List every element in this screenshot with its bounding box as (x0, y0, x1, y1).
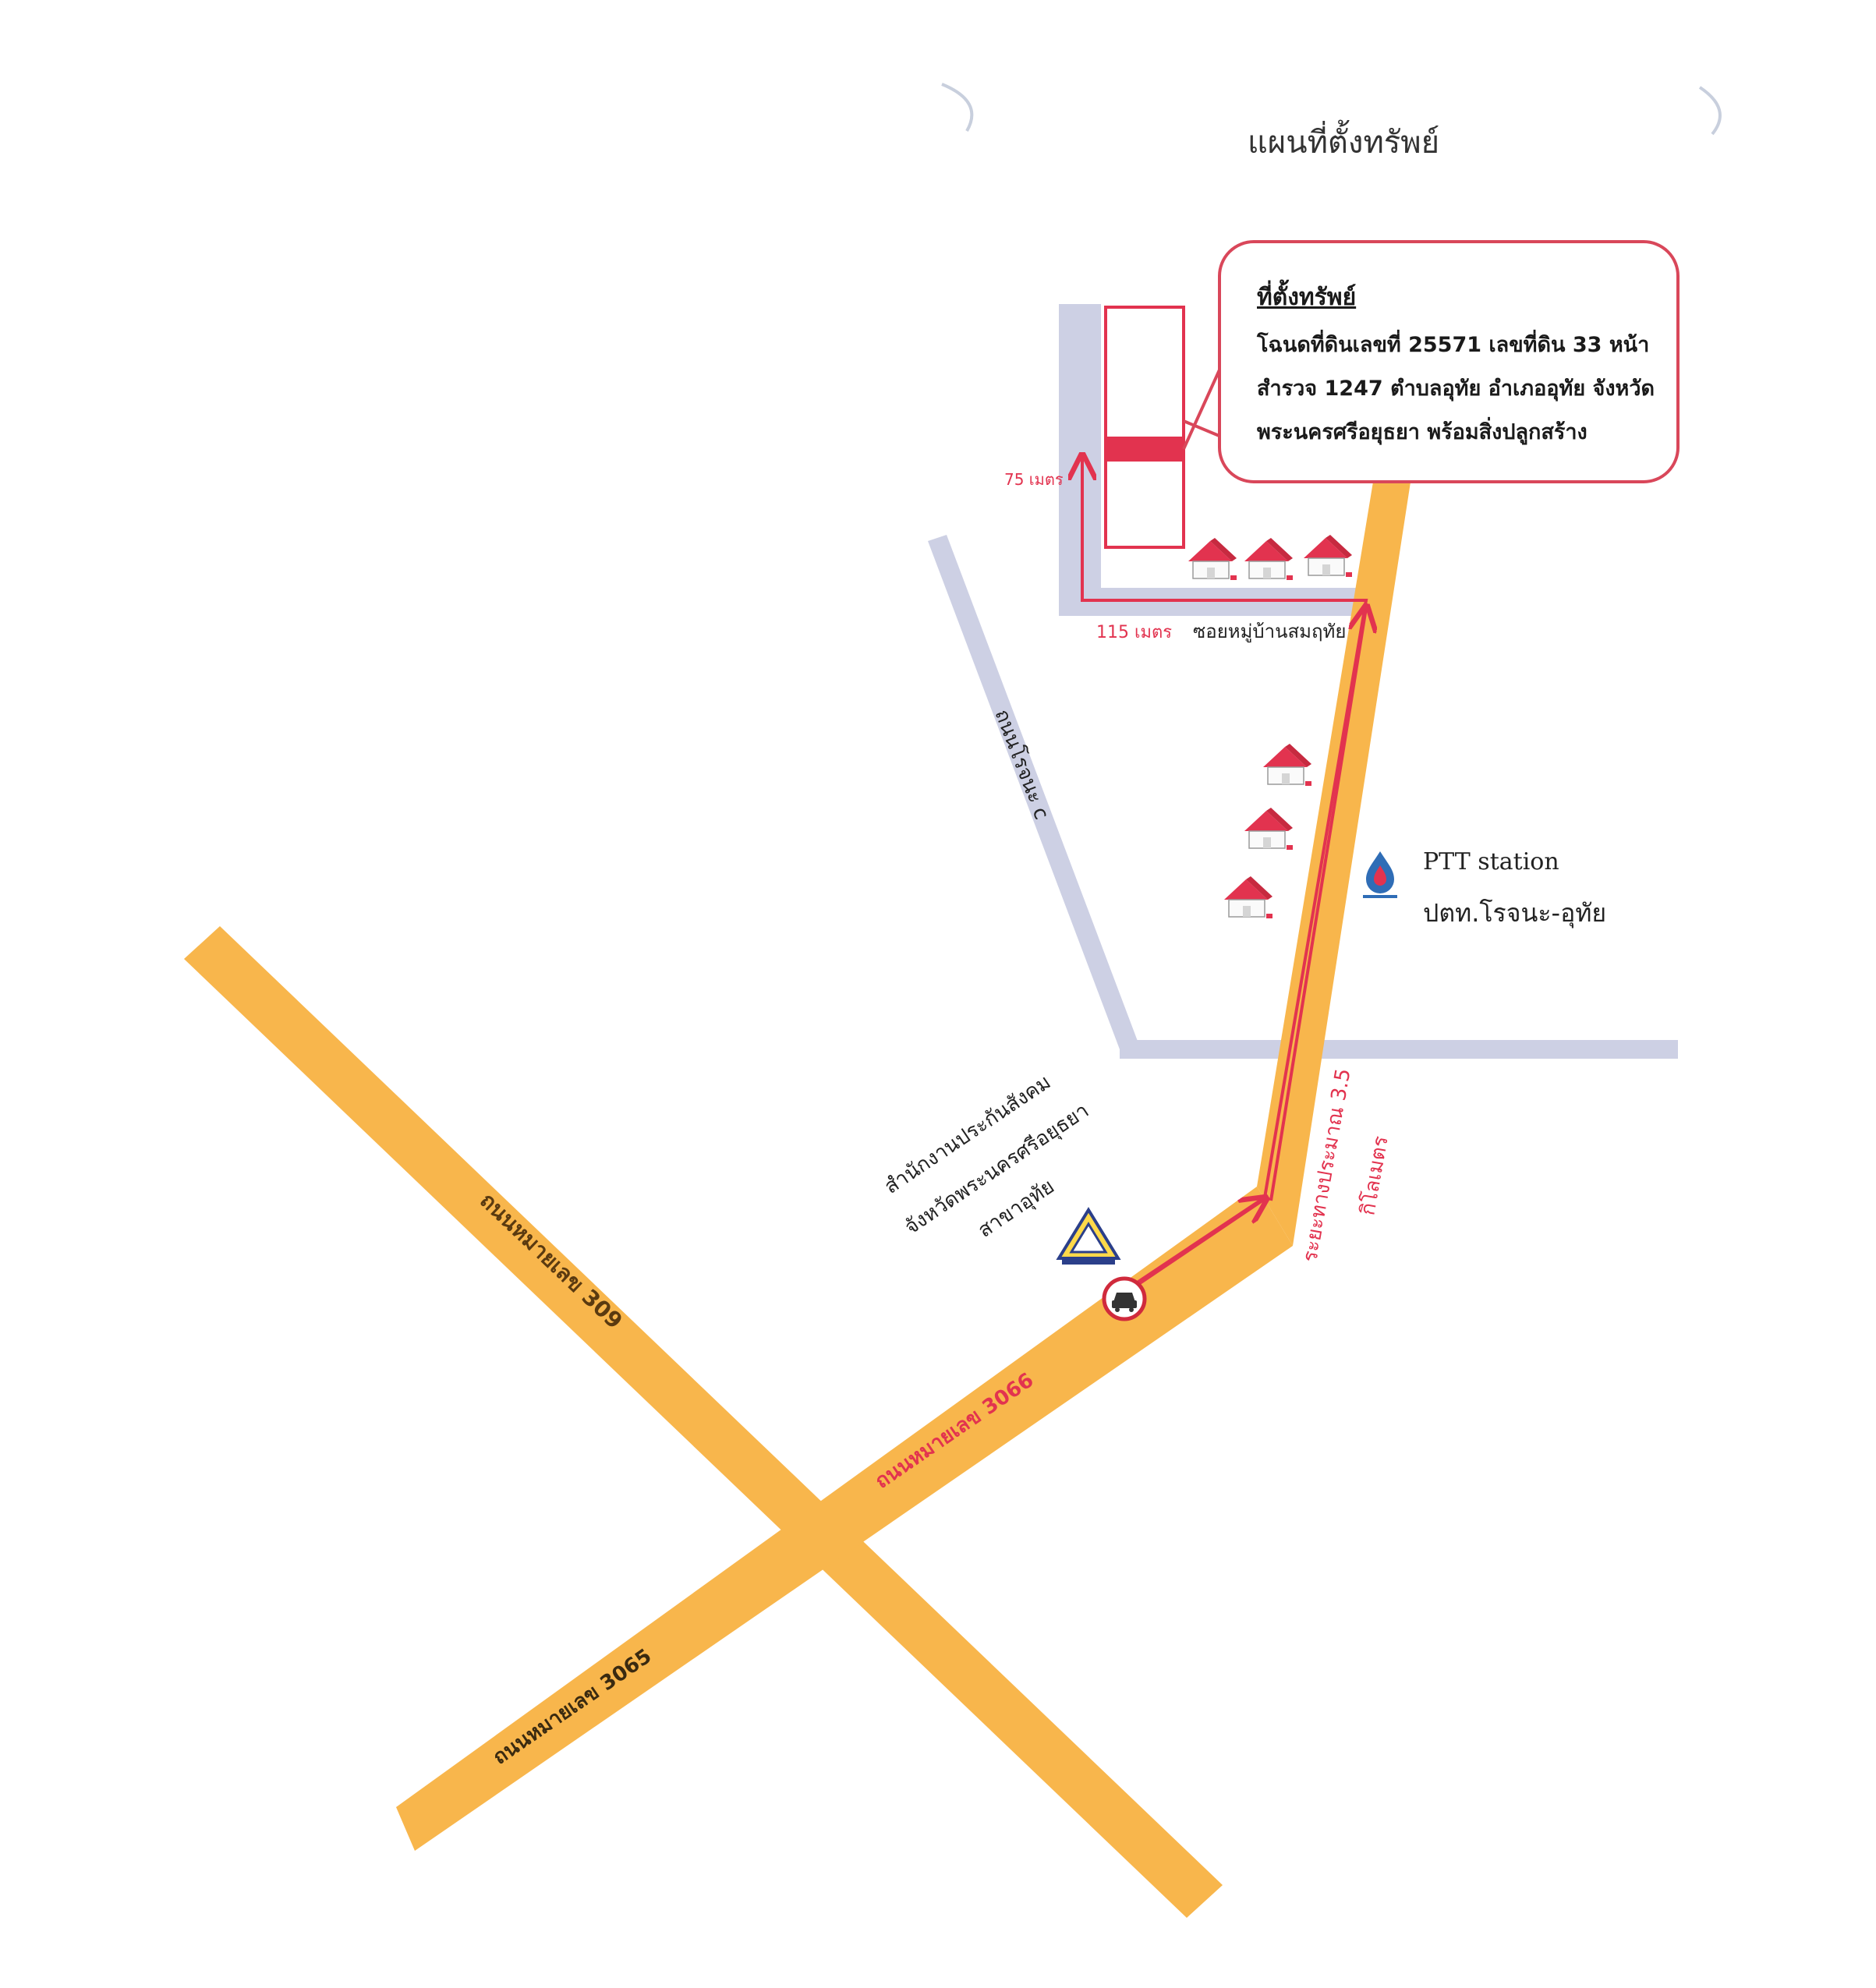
road-soi-vertical (1059, 304, 1101, 616)
scan-mark-right (1698, 86, 1722, 136)
callout-line-2: สำรวจ 1247 ตำบลอุทัย อำเภออุทัย จังหวัด (1257, 377, 1655, 401)
route-arrow-segment-2 (1269, 608, 1366, 1201)
house-icon (1223, 875, 1273, 919)
label-road-309: ถนนหมายเลข 309 (475, 1187, 628, 1334)
road-309 (184, 926, 1223, 1918)
callout-line-3: พระนครศรีอยุธยา พร้อมสิ่งปลูกสร้าง (1257, 420, 1588, 444)
label-soi: ซอยหมู่บ้านสมฤทัย (1193, 621, 1346, 643)
house-icon (1244, 537, 1294, 581)
label-road-3065: ถนนหมายเลข 3065 (489, 1644, 656, 1769)
route-arrow-segment (1129, 1199, 1265, 1291)
callout-connector-2 (1183, 419, 1222, 438)
property-lot (1104, 306, 1185, 549)
car-start-icon (1102, 1276, 1147, 1321)
ptt-logo-icon (1363, 851, 1397, 898)
property-marker (1106, 437, 1185, 462)
house-icon (1303, 534, 1353, 578)
ptt-station-label-th: ปตท.โรจนะ-อุทัย (1423, 898, 1607, 928)
road-horizontal-lower (1120, 1040, 1678, 1059)
house-icon (1262, 743, 1312, 787)
sso-logo-icon (1056, 1207, 1121, 1265)
ptt-station-label-en: PTT station (1423, 848, 1559, 875)
property-callout: ที่ตั้งทรัพย์ โฉนดที่ดินเลขที่ 25571 เลข… (1218, 240, 1680, 483)
scan-mark-left (941, 83, 974, 133)
callout-heading: ที่ตั้งทรัพย์ (1257, 284, 1357, 311)
label-road-rojana: ถนนโรจนะ c (989, 706, 1053, 822)
callout-line-1: โฉนดที่ดินเลขที่ 25571 เลขที่ดิน 33 หน้า (1257, 333, 1650, 357)
label-distance-km-2: กิโลเมตร (1355, 1134, 1393, 1217)
house-icon (1188, 537, 1237, 581)
page-title: แผนที่ตั้งทรัพย์ (1248, 125, 1440, 161)
route-path (1082, 457, 1368, 1293)
house-icon (1244, 807, 1294, 851)
road-rojana-c (928, 535, 1138, 1049)
road-3065-3066 (396, 1187, 1293, 1851)
callout-connector (1182, 366, 1223, 450)
label-distance-115: 115 เมตร (1096, 623, 1172, 642)
label-distance-75: 75 เมตร (1004, 470, 1064, 489)
